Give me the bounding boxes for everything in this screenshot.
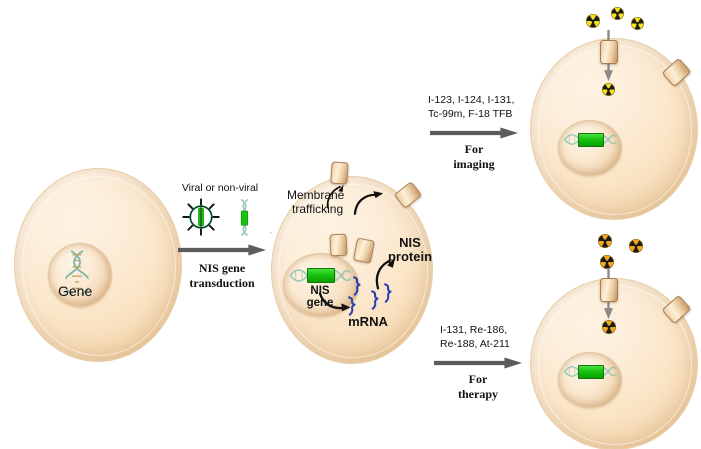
radionuclide-symbol-imaging-internal: [602, 83, 615, 96]
imaging-arrow: [430, 127, 518, 139]
mrna-label: mRNA: [348, 314, 388, 329]
radionuclide-symbol-therapy-internal: [602, 320, 616, 334]
therapy-radionuclides-line2: Re-188, At-211: [440, 338, 510, 350]
membrane-trafficking-label-line1: Membrane: [287, 188, 345, 202]
nis-transporter-icon: [330, 161, 349, 185]
radionuclide-symbol-imaging: [586, 14, 600, 28]
nis-gene-label-line2: gene: [306, 297, 334, 309]
transduction-label-line2: transduction: [189, 276, 255, 290]
imaging-uptake-cell-nucleus: [558, 120, 622, 176]
radionuclide-symbol-therapy: [629, 239, 643, 253]
plasmid-dna-icon: [236, 198, 253, 237]
imaging-nis-gene-green-insert: [578, 133, 604, 147]
nis-expressing-cell: [270, 232, 273, 235]
transcription-arrow: [318, 290, 352, 312]
imaging-purpose-line1: For: [464, 142, 484, 156]
nis-protein-label-line1: NIS: [399, 235, 421, 250]
mrna-squiggle-icon: [352, 276, 363, 296]
trafficking-arrow-up: [325, 183, 347, 209]
imaging-radionuclides-line1: I-123, I-124, I-131,: [428, 94, 515, 106]
radionuclide-symbol-therapy: [598, 234, 612, 248]
transduction-label-line1: NIS gene: [198, 261, 246, 275]
radionuclide-symbol-imaging: [631, 17, 644, 30]
nis-gene-label-line1: NIS: [310, 285, 330, 297]
imaging-membrane-transporter-icon: [600, 40, 618, 64]
mrna-squiggle-icon: [370, 290, 381, 310]
therapy-purpose-line1: For: [468, 372, 488, 386]
radionuclide-symbol-imaging: [611, 7, 624, 20]
transduction-arrow: [178, 244, 266, 256]
therapy-purpose-line2: therapy: [458, 387, 498, 401]
therapy-membrane-transporter-icon: [600, 278, 618, 302]
virus-particle-icon: [182, 198, 220, 236]
therapy-arrow: [434, 357, 522, 369]
imaging-purpose-line2: imaging: [453, 157, 495, 171]
trafficking-arrow-upright: [347, 190, 391, 216]
gene-label: Gene: [58, 283, 93, 299]
nis-protein-label-line2: protein: [387, 249, 433, 264]
vector-header-label: Viral or non-viral: [181, 182, 259, 194]
therapy-radionuclides-line1: I-131, Re-186,: [440, 324, 508, 336]
nis-gene-green-insert: [307, 268, 335, 283]
therapy-nis-gene-green-insert: [578, 365, 604, 379]
nis-transporter-icon: [329, 233, 348, 257]
imaging-radionuclides-line2: Tc-99m, F-18 TFB: [428, 108, 513, 120]
radionuclide-symbol-therapy: [600, 255, 614, 269]
therapy-uptake-cell-nucleus: [558, 352, 622, 408]
translation-arrow: [373, 258, 399, 290]
membrane-trafficking-label-line2: trafficking: [292, 202, 344, 216]
